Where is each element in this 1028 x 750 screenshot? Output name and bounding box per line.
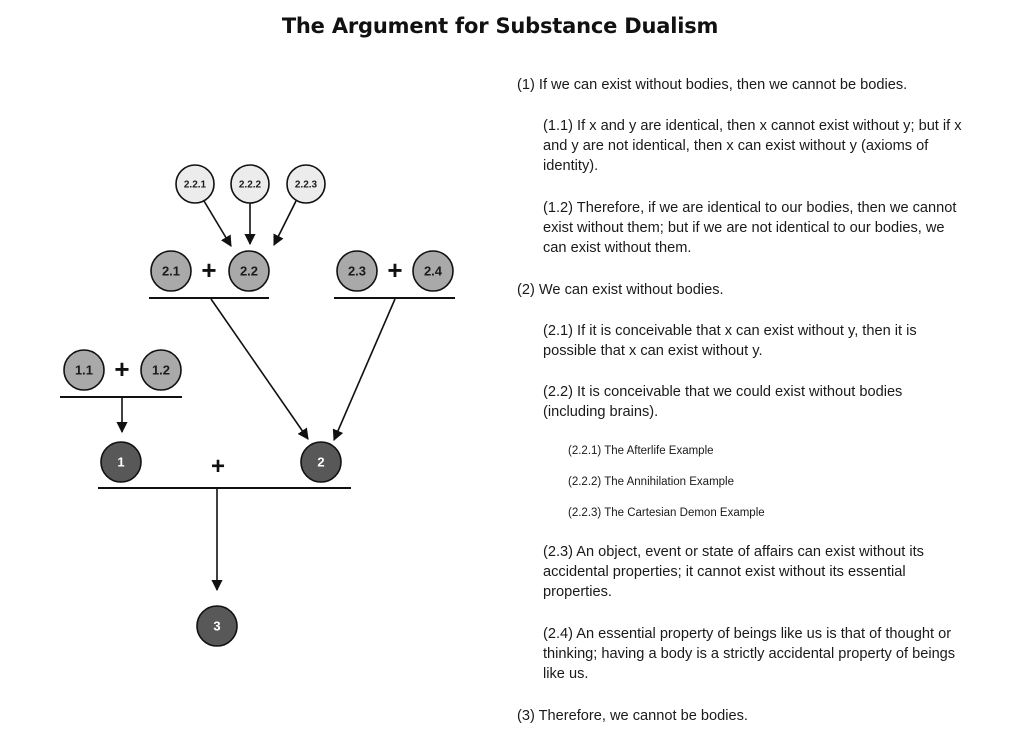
plus-sign-2.3+2.4: + [387,255,402,285]
node-label: 2.1 [162,264,180,279]
node-circle [100,441,142,483]
plus-sign-1.1+1.2: + [114,354,129,384]
node-label: 2 [317,455,324,470]
premise-2-2-2: (2.2.2) The Annihilation Example [568,476,734,488]
plus-sign-2.1+2.2: + [201,255,216,285]
node-2-3: 2.3 [336,250,378,292]
node-label: 2.2.3 [295,180,318,191]
node-2-2-1: 2.2.1 [175,164,215,204]
premise-2-2-1: (2.2.1) The Afterlife Example [568,445,714,457]
arrow-2.1+2.2-to-2 [210,298,309,440]
node-label: 1.1 [75,363,93,378]
node-circle [336,250,378,292]
premise-3: (3) Therefore, we cannot be bodies. [517,708,748,724]
node-label: 2.2.2 [239,180,262,191]
node-1: 1 [100,441,142,483]
node-label: 2.3 [348,264,366,279]
arrow-2.2.1-to-2.2 [203,200,232,247]
premise-2-2: (2.2) It is conceivable that we could ex… [543,384,903,420]
node-3: 3 [196,605,238,647]
node-label: 2.2 [240,264,258,279]
premise-2-2-3: (2.2.3) The Cartesian Demon Example [568,507,765,519]
nodes-layer: 2.2.1 2.2.2 2.2.3 2.1 2.2 2.3 2.4 1.1 1.2 1 2 3 [63,164,454,647]
node-circle [230,164,270,204]
premise-2-1: (2.1) If it is conceivable that x can ex… [543,323,917,359]
page-title: The Argument for Substance Dualism [281,14,719,38]
node-label: 2.4 [424,264,443,279]
arrow-2.3+2.4-to-2 [332,298,396,442]
node-circle [286,164,326,204]
node-circle [175,164,215,204]
premise-1-1: (1.1) If x and y are identical, then x c… [543,118,962,174]
plus-layer: + + + + [114,255,402,480]
node-circle [412,250,454,292]
node-label: 1 [117,455,124,470]
node-2-2: 2.2 [228,250,270,292]
node-2: 2 [300,441,342,483]
node-circle [300,441,342,483]
node-circle [140,349,182,391]
node-label: 2.2.1 [184,180,207,191]
node-2-2-3: 2.2.3 [286,164,326,204]
node-2-1: 2.1 [150,250,192,292]
node-circle [150,250,192,292]
premise-2: (2) We can exist without bodies. [517,282,724,298]
node-2-2-2: 2.2.2 [230,164,270,204]
node-circle [63,349,105,391]
node-2-4: 2.4 [412,250,454,292]
node-label: 1.2 [152,363,170,378]
arrow-2.2.3-to-2.2 [273,200,297,247]
edges-layer [116,200,396,592]
node-circle [196,605,238,647]
premise-2-3: (2.3) An object, event or state of affai… [543,544,924,600]
bars-layer [60,297,455,489]
node-circle [228,250,270,292]
node-1-2: 1.2 [140,349,182,391]
premise-2-4: (2.4) An essential property of beings li… [543,626,956,682]
node-1-1: 1.1 [63,349,105,391]
premise-1: (1) If we can exist without bodies, then… [517,77,908,93]
plus-sign-1+2: + [211,453,225,480]
node-label: 3 [213,619,220,634]
premise-1-2: (1.2) Therefore, if we are identical to … [543,200,957,256]
